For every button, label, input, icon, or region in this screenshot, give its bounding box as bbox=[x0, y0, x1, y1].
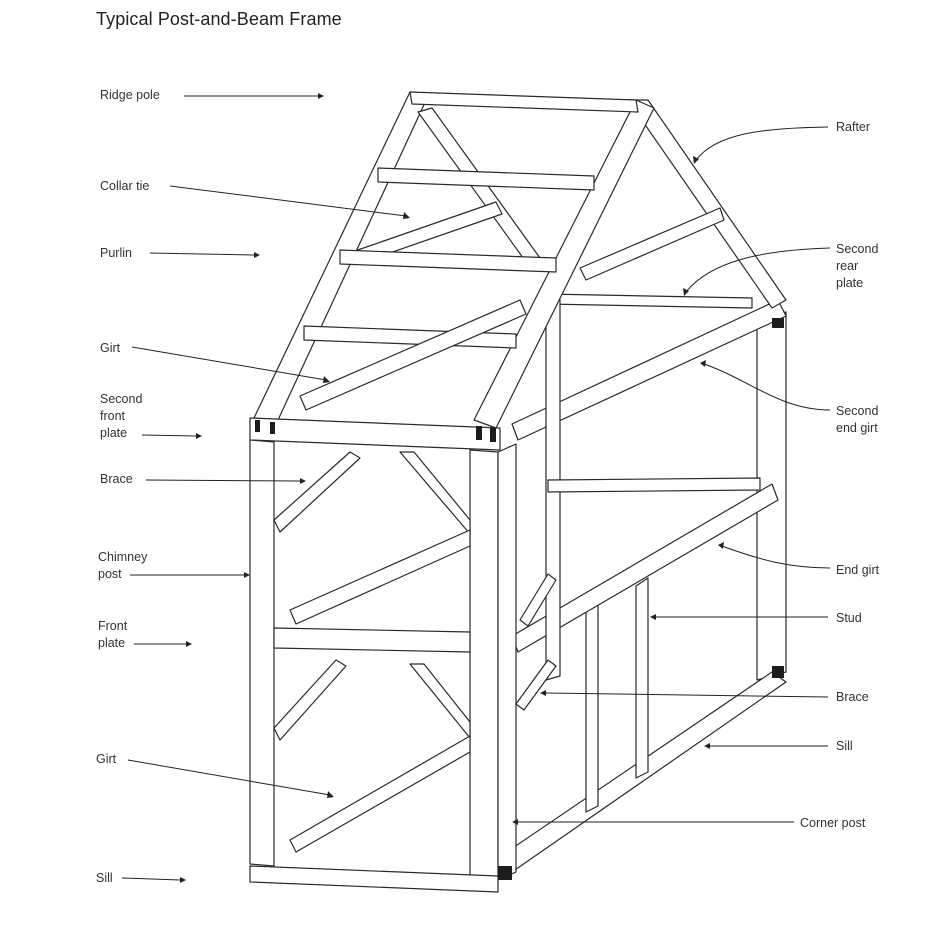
roof-structure bbox=[253, 91, 787, 429]
diagram-title: Typical Post-and-Beam Frame bbox=[96, 9, 342, 29]
label-front-plate: Front plate bbox=[98, 619, 128, 650]
label-sill-right: Sill bbox=[836, 739, 853, 753]
label-sill-left: Sill bbox=[96, 871, 113, 885]
label-girt-upper: Girt bbox=[100, 341, 121, 355]
label-purlin: Purlin bbox=[100, 246, 132, 260]
rear-structure bbox=[497, 293, 787, 873]
label-end-girt: End girt bbox=[836, 563, 880, 577]
label-brace-right: Brace bbox=[836, 690, 869, 704]
label-rafter: Rafter bbox=[836, 120, 871, 134]
front-structure bbox=[249, 318, 784, 893]
label-stud: Stud bbox=[836, 611, 862, 625]
label-corner-post: Corner post bbox=[800, 816, 866, 830]
label-second-front-plate: Second front plate bbox=[100, 392, 143, 440]
label-brace-left: Brace bbox=[100, 472, 133, 486]
label-second-end-girt: Second end girt bbox=[836, 404, 879, 435]
label-chimney-post: Chimney post bbox=[98, 550, 148, 581]
leader-lines bbox=[121, 93, 831, 883]
label-collar-tie: Collar tie bbox=[100, 179, 150, 193]
label-second-rear-plate: Second rear plate bbox=[836, 242, 879, 290]
label-girt-lower: Girt bbox=[96, 752, 117, 766]
label-ridge-pole: Ridge pole bbox=[100, 88, 160, 102]
